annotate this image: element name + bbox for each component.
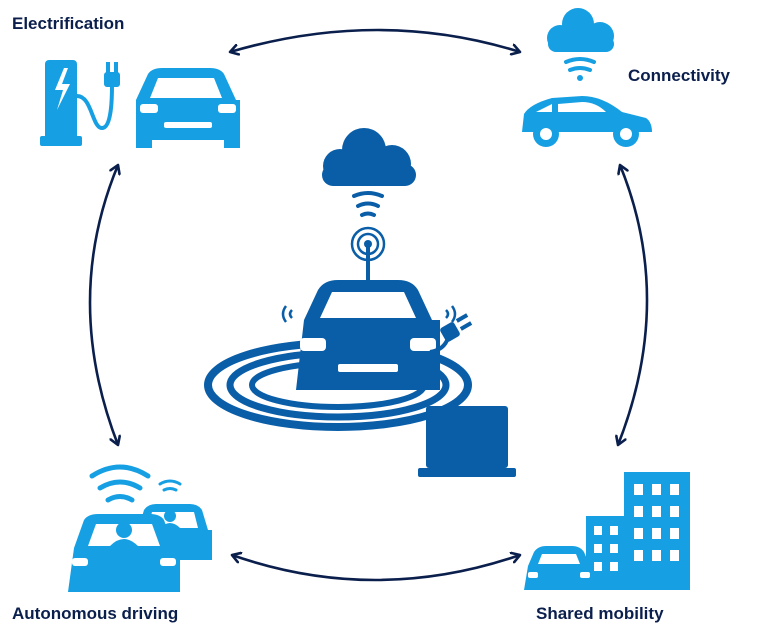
wifi-icon [564, 57, 596, 81]
wifi-icon [352, 191, 384, 217]
charging-station-icon [40, 60, 82, 146]
electrification-label: Electrification [12, 14, 125, 33]
laptop-icon [418, 406, 516, 477]
autonomous-driving-icon-group [68, 464, 212, 592]
building-icon [624, 472, 690, 590]
car-icon [136, 68, 240, 148]
cloud-icon [322, 128, 416, 186]
electrification-icon-group [40, 60, 240, 148]
shared-mobility-icon-group [524, 472, 690, 590]
car-icon [524, 546, 594, 590]
cloud-icon [547, 8, 614, 52]
antenna-icon [350, 226, 386, 280]
plug-icon [76, 62, 120, 131]
plug-icon [429, 313, 473, 354]
car-icon [522, 96, 652, 147]
shared-mobility-label: Shared mobility [536, 604, 664, 623]
arrow-connectivity-shared [618, 165, 649, 445]
wifi-icon [158, 479, 182, 492]
arrow-electrification-connectivity [230, 28, 520, 52]
center-icon-group [204, 128, 516, 477]
driver-icon [110, 522, 138, 546]
arrow-autonomous-electrification [88, 165, 118, 445]
autonomous-driving-label: Autonomous driving [12, 604, 179, 623]
cycle-arrows [88, 28, 649, 582]
connectivity-label: Connectivity [628, 66, 731, 85]
arrow-shared-autonomous [232, 555, 520, 582]
connectivity-icon-group [522, 8, 652, 147]
wifi-icon [89, 464, 151, 503]
car-icon [281, 280, 457, 390]
